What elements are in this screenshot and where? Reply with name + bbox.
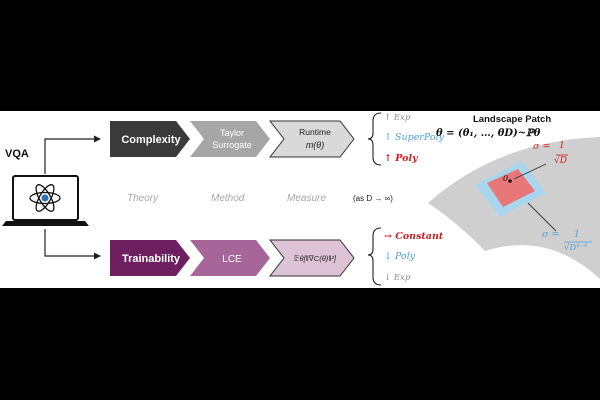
complexity-outcome-poly: ↑ Poly	[384, 153, 418, 164]
trainability-theory-label: Trainability	[122, 253, 181, 265]
complexity-method-line2: Surrogate	[212, 140, 252, 150]
sigma-blue-lhs: σ =	[542, 229, 560, 240]
chevron-trainability-measure	[268, 239, 355, 277]
connector-arrow-top	[44, 135, 101, 174]
diagram-canvas: Complexity Taylor Surrogate Runtime m(θ)…	[0, 111, 600, 288]
landscape-center-label: 0	[503, 174, 509, 183]
vqa-label: VQA	[5, 148, 29, 160]
brace-complexity	[367, 112, 382, 166]
brace-trainability	[367, 227, 382, 286]
pointer-line-blue	[527, 202, 557, 232]
stage-label-theory: Theory	[127, 193, 159, 204]
stage-label-method: Method	[211, 193, 245, 204]
limit-label: (as D → ∞)	[353, 194, 393, 203]
trainability-method-label: LCE	[222, 254, 242, 265]
sigma-red-denominator: √D	[554, 156, 567, 166]
landscape-surface	[428, 137, 600, 279]
landscape-theta-definition: θ = (θ₁, …, θD)~ℙθ	[436, 128, 541, 139]
trainability-outcome-constant: → Constant	[384, 231, 444, 242]
laptop-atom-icon	[2, 175, 89, 226]
complexity-method-line1: Taylor	[220, 128, 244, 138]
chevron-complexity-method	[190, 121, 270, 157]
chevron-trainability-theory	[110, 240, 190, 276]
complexity-measure-line1: Runtime	[299, 127, 331, 137]
sigma-blue-denominator: √D¹⁻ᵟ	[564, 243, 588, 253]
sigma-red-numerator: 1	[559, 141, 565, 151]
complexity-outcome-superpoly: ↑ SuperPoly	[384, 132, 444, 143]
stage-label-measure: Measure	[287, 193, 326, 204]
complexity-measure-line2: m(θ)	[306, 140, 324, 150]
pointer-line-red	[513, 163, 547, 180]
trainability-outcome-exp: ↓ Exp	[384, 273, 411, 283]
complexity-outcome-exp: ↑ Exp	[384, 113, 411, 123]
complexity-theory-label: Complexity	[121, 134, 181, 146]
trainability-measure-label: 𝔼θ[‖∇C(θ)‖²]	[294, 254, 337, 263]
diagram-graphics: Complexity Taylor Surrogate Runtime m(θ)…	[2, 112, 600, 286]
chevron-complexity-theory	[110, 121, 190, 157]
chevron-complexity-measure	[268, 120, 355, 158]
trainability-outcome-poly: ↓ Poly	[384, 251, 416, 262]
connector-arrow-bottom	[44, 229, 101, 260]
sigma-red-lhs: σ =	[533, 141, 551, 152]
sigma-blue-numerator: 1	[574, 230, 580, 240]
chevron-trainability-method	[190, 240, 270, 276]
landscape-title: Landscape Patch	[473, 114, 552, 125]
